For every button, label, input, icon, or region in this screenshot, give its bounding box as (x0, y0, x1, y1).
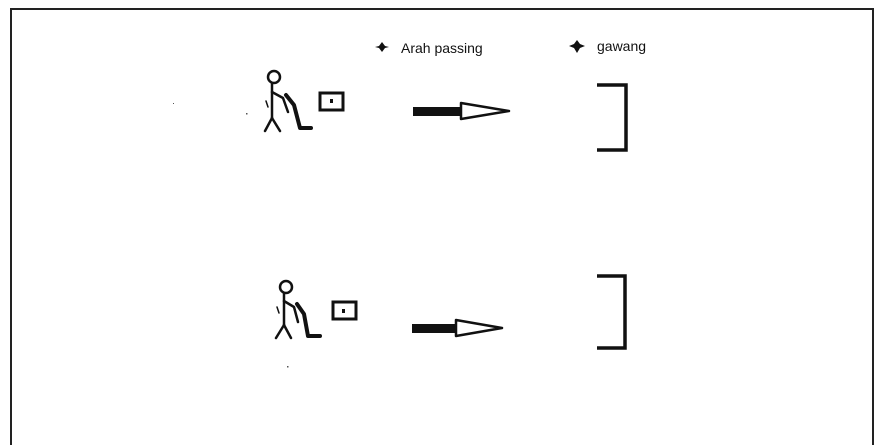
cross-icon (569, 40, 585, 53)
legend-label-passing: Arah passing (401, 40, 483, 56)
diagram-frame (10, 8, 874, 445)
legend: Arah passing gawang (375, 38, 646, 56)
cross-icon (375, 42, 389, 52)
drill-row-2 (274, 274, 627, 350)
passing-arrow-icon (412, 318, 504, 338)
legend-label-goal: gawang (597, 38, 646, 54)
player-with-ball-icon (274, 279, 322, 340)
passing-arrow-icon (413, 101, 511, 121)
scan-specks (173, 103, 289, 368)
goal-bracket-icon (597, 83, 628, 152)
player-with-ball-icon (263, 69, 313, 133)
legend-item-passing: Arah passing (375, 40, 483, 56)
legend-item-goal: gawang (569, 38, 646, 54)
ball-box-icon (331, 300, 358, 321)
drill-row-1 (263, 69, 628, 152)
ball-box-icon (318, 91, 345, 112)
goal-bracket-icon (597, 274, 627, 350)
